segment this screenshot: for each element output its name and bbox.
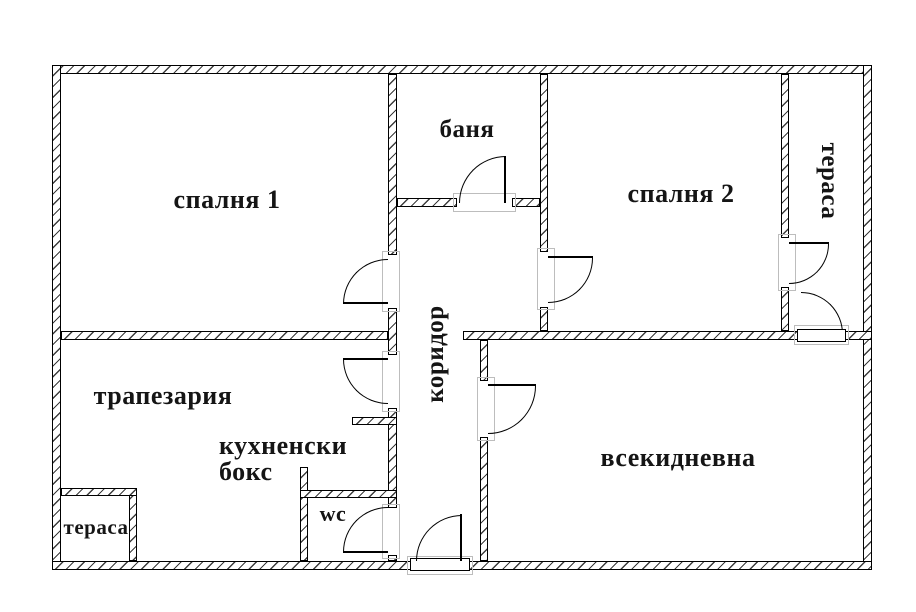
bedroom2-terrace-door-arc: [789, 244, 829, 284]
wall-bathroom-south-east: [512, 198, 540, 207]
wall-living-north-east: [845, 331, 872, 340]
wall-outer-top: [52, 65, 872, 74]
bathroom-door-arc: [459, 156, 506, 203]
wall-living-west-upper: [480, 340, 488, 381]
wall-dining-east-lower: [388, 408, 397, 508]
wall-bedroom1-east-upper: [388, 74, 397, 255]
room-label-terrace-small: тераса: [63, 515, 129, 539]
wall-terrace-small-north: [61, 488, 137, 496]
bedroom1-door-leaf: [343, 302, 388, 304]
terrace-living-door-arc: [801, 292, 843, 334]
wall-kitchenette-stub: [352, 417, 397, 425]
room-label-dining: трапезария: [93, 381, 233, 410]
wall-bathroom-south-west: [397, 198, 457, 207]
terrace-living-door-leaf: [797, 329, 846, 342]
wall-bedroom2-west-lower: [540, 307, 548, 331]
wall-terrace-small-east: [129, 488, 137, 561]
wall-bedroom2-west-upper: [540, 74, 548, 252]
wall-outer-left: [52, 65, 61, 570]
wall-wc-north: [300, 490, 397, 498]
wall-bedroom1-east-mid: [388, 308, 397, 355]
room-label-wc: wc: [319, 501, 347, 526]
room-label-living: всекидневна: [600, 443, 756, 472]
bedroom1-door-arc: [343, 259, 388, 304]
wall-living-west-lower: [480, 437, 488, 561]
living-door-leaf: [488, 384, 536, 386]
dining-door-arc: [343, 359, 388, 404]
bedroom2-terrace-door-leaf: [789, 242, 829, 244]
entrance-door-arc: [416, 515, 462, 561]
wall-living-north-west: [463, 331, 798, 340]
room-label-terrace-right: тераса: [816, 142, 843, 220]
wall-bedroom1-dining: [61, 331, 388, 340]
room-label-corridor: коридор: [422, 305, 449, 403]
wall-terrace-west-lower: [781, 287, 789, 331]
room-label-bedroom1: спалня 1: [173, 185, 281, 214]
bathroom-door-leaf: [504, 156, 506, 203]
wc-door-arc: [343, 507, 388, 552]
wall-outer-bottom-east: [467, 561, 872, 570]
living-door-arc: [488, 386, 536, 434]
wall-outer-bottom-west: [52, 561, 413, 570]
wall-wc-west: [300, 467, 308, 561]
wall-outer-right: [863, 65, 872, 570]
wall-terrace-west-upper: [781, 74, 789, 238]
dining-door-leaf: [343, 358, 388, 360]
room-label-bedroom2: спалня 2: [627, 179, 735, 208]
room-label-kitchenette: кухненски бокс: [219, 431, 348, 486]
bedroom2-door-leaf: [548, 256, 593, 258]
entrance-door-leaf: [460, 514, 462, 561]
wc-door-leaf: [343, 551, 388, 553]
bedroom2-door-arc: [548, 258, 593, 303]
room-label-bathroom: баня: [439, 116, 495, 143]
